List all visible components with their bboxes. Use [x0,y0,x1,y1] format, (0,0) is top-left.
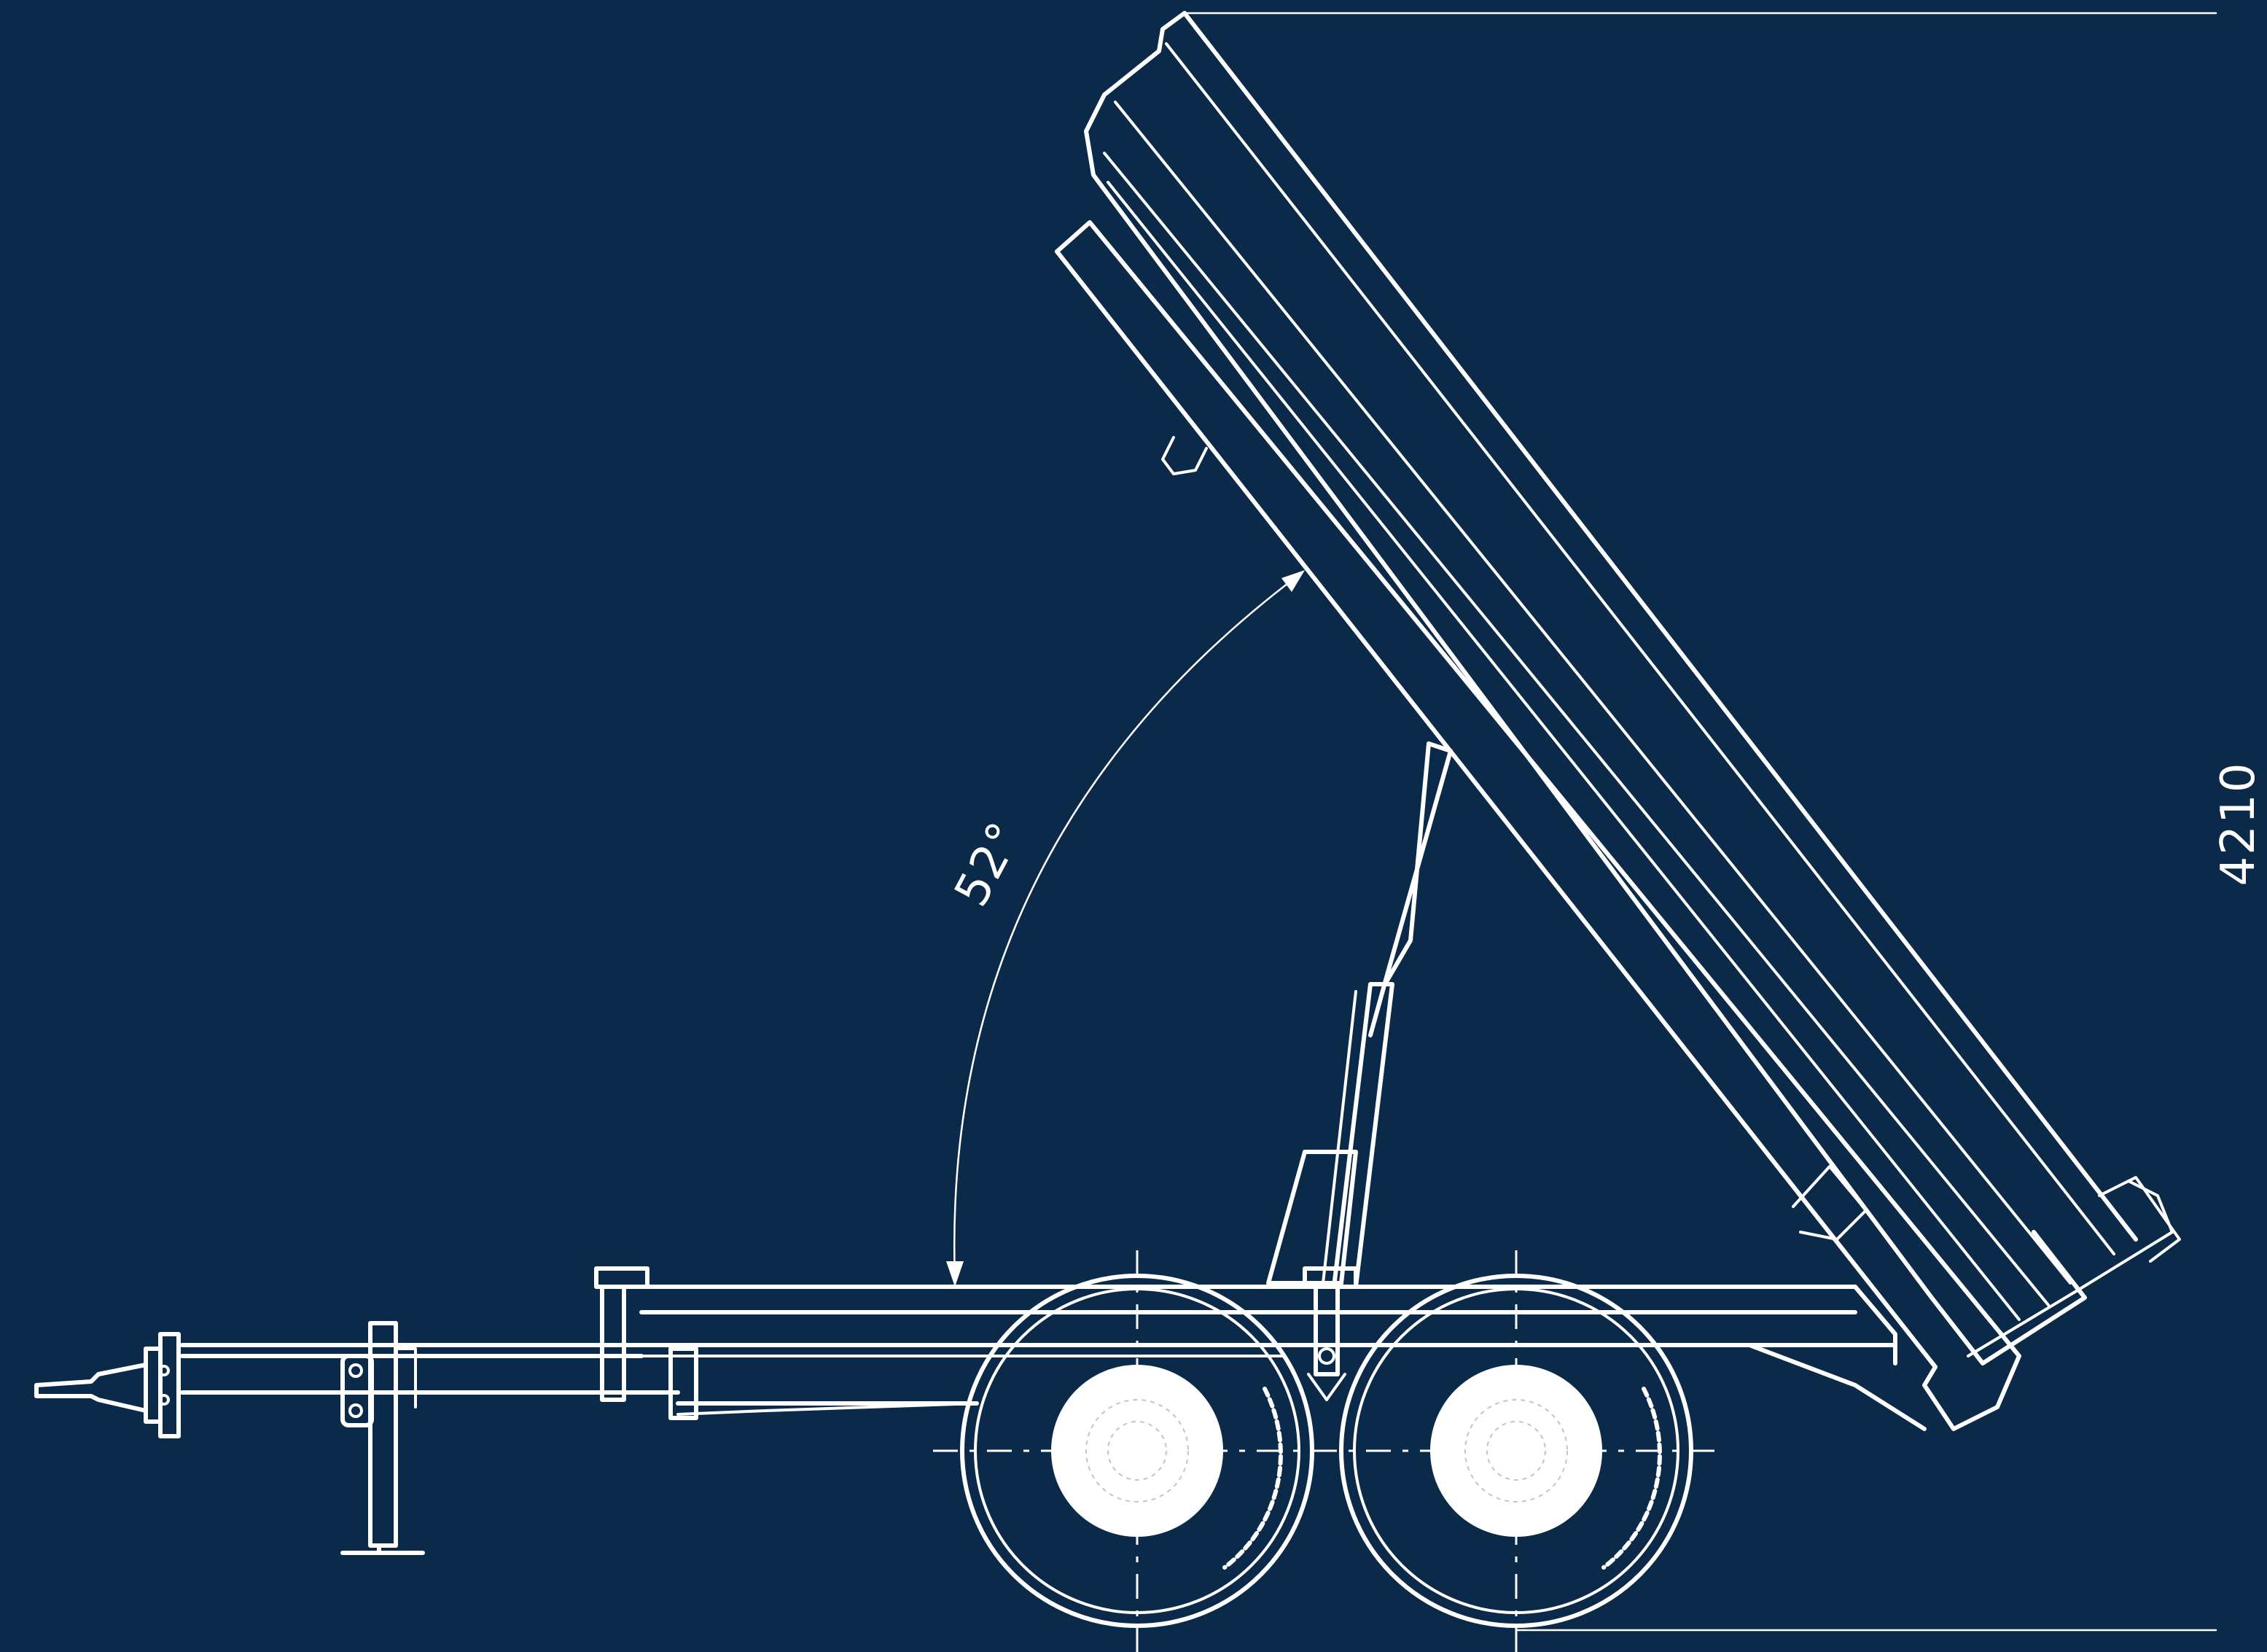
height-dimension-label: 4210 [2212,762,2266,887]
angle-arrow-bottom [946,1261,964,1287]
chassis-frame [180,1266,1927,1431]
front-wheel [933,1250,1334,1652]
rear-tyre-outer [1339,1274,1693,1628]
side-panel-line-2 [1114,101,2072,1285]
body-bracket [1161,436,1208,475]
jockey-leg [368,1321,398,1548]
ram-rod-left [1383,741,1431,986]
coupling-flange-2 [158,1332,181,1438]
ram-rod-right [1368,741,1453,1037]
ram-barrel-line [1322,990,1357,1285]
rear-rim [1430,1365,1602,1537]
rear-tyre-lettering [1601,1387,1662,1570]
rear-chassis-brace [1747,1343,1927,1431]
front-rim [1051,1365,1223,1537]
ram-barrel-upper [1332,982,1394,1289]
tailgate-corner [1922,1354,2021,1431]
frame-lower-rail-2 [676,1402,978,1416]
tailgate-latch [2098,1176,2181,1263]
height-dimension [1183,12,2217,1632]
jockey-clamp-bolt-2 [348,1403,363,1418]
body-top-edge [1182,11,2138,1242]
body-outline [1084,11,2087,1365]
rear-tyre-inner [1353,1287,1679,1614]
front-hub-circle [1085,1399,1189,1503]
tilt-angle-label: 52° [945,813,1033,915]
jockey-handle [396,1347,417,1409]
rear-wheel [1312,1250,1720,1652]
mid-bracket-bolt [1318,1347,1335,1365]
jockey-clamp [340,1354,374,1427]
tailgate-lock [1967,1180,2174,1357]
coupling-nose [34,1363,148,1413]
front-crossmember [668,1347,698,1420]
rear-chassis-end [1853,1285,1897,1365]
mid-bracket-post [1314,1285,1340,1376]
front-bracket-post [600,1285,626,1402]
angle-arrow-top [1281,570,1305,592]
side-panel-line-4 [1107,181,2021,1321]
coupling-bolt-1 [158,1365,170,1376]
tipper-body [1055,11,2181,1431]
body-floor-underside [1055,249,1938,1369]
jockey-stand [340,1321,425,1555]
side-panel-line-3 [1103,152,2050,1306]
body-floor-edge [1055,220,2021,1358]
mid-bracket-hanger [1307,1373,1346,1401]
angle-arc [953,574,1299,1281]
side-panel-line-1 [1165,42,2115,1255]
jockey-clamp-bolt-1 [348,1363,363,1378]
hydraulic-cylinder [1266,741,1453,1289]
rear-hub-circle [1464,1399,1568,1503]
tilt-angle-dimension: 52° [945,570,1305,1287]
front-tyre-lettering [1222,1387,1283,1570]
front-bracket-cap [594,1266,649,1289]
front-tyre-inner [974,1287,1300,1614]
towing-eye [34,1332,181,1438]
rear-hub-center [1486,1421,1546,1481]
rear-hinge-bracket [1792,1165,1868,1241]
coupling-bolt-2 [158,1394,170,1406]
front-hub-center [1107,1421,1167,1481]
